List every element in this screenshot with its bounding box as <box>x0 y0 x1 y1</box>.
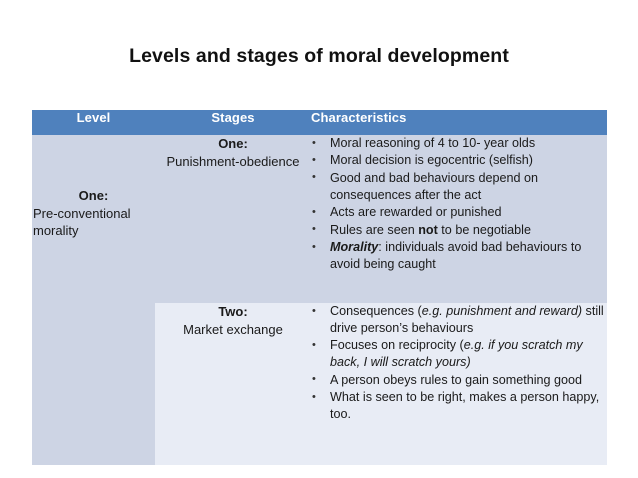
level-cell: One: Pre-conventional morality <box>32 135 155 465</box>
bullet-text-run: Moral reasoning of 4 to 10- year olds <box>330 136 536 150</box>
characteristic-bullet: Acts are rewarded or punished <box>311 204 607 221</box>
table-row: One: Pre-conventional morality One: Puni… <box>32 135 607 465</box>
level-number: One: <box>32 187 155 205</box>
bullet-text-run: Focuses on reciprocity ( <box>330 338 464 353</box>
stage-cell-one: One: Punishment-obedience <box>155 135 311 303</box>
table-header-row: Level Stages Characteristics <box>32 110 607 135</box>
stage-number-one: One: <box>218 136 248 151</box>
characteristics-list-two: Consequences (e.g. punishment and reward… <box>311 303 607 423</box>
bullet-text-run: Morality <box>330 240 379 255</box>
stage-cell-two: Two: Market exchange <box>155 303 311 465</box>
stage-name-one: Punishment-obedience <box>166 154 300 170</box>
level-number-text: One <box>78 188 104 203</box>
column-header-level: Level <box>32 110 155 135</box>
level-name: Pre-conventional morality <box>33 205 131 239</box>
characteristics-cell-two: Consequences (e.g. punishment and reward… <box>311 303 607 465</box>
bullet-text-run: Moral decision is egocentric (selfish) <box>330 153 533 168</box>
bullet-text-run: Acts are rewarded or punished <box>330 205 502 220</box>
table: Level Stages Characteristics One: Pre-co… <box>32 110 607 465</box>
bullet-text-run: e.g. if you scratch my back, I will scra… <box>330 338 583 370</box>
characteristic-bullet: Morality: individuals avoid bad behaviou… <box>311 239 607 273</box>
table-row: Two: Market exchange Consequences (e.g. … <box>32 303 607 465</box>
moral-development-table: Level Stages Characteristics One: Pre-co… <box>32 110 607 465</box>
bullet-text-run: What is seen to be right, makes a person… <box>330 390 600 422</box>
characteristic-bullet: Moral reasoning of 4 to 10- year olds <box>311 135 607 152</box>
column-header-characteristics: Characteristics <box>311 110 607 135</box>
bullet-text-run: not <box>418 222 438 237</box>
characteristics-cell-one: Moral reasoning of 4 to 10- year oldsMor… <box>311 135 607 303</box>
characteristic-bullet: A person obeys rules to gain something g… <box>311 371 607 389</box>
characteristics-list-one: Moral reasoning of 4 to 10- year oldsMor… <box>311 135 607 273</box>
stage-number-two: Two: <box>218 304 248 319</box>
bullet-text-run: Consequences ( <box>330 304 422 318</box>
characteristic-bullet: What is seen to be right, makes a person… <box>311 389 607 423</box>
bullet-text-run: Good and bad behaviours depend on conseq… <box>330 170 538 202</box>
table-header: Level Stages Characteristics <box>32 110 607 135</box>
characteristic-bullet: Focuses on reciprocity (e.g. if you scra… <box>311 337 607 371</box>
characteristic-bullet: Consequences (e.g. punishment and reward… <box>311 303 607 337</box>
characteristic-bullet: Rules are seen not to be negotiable <box>311 221 607 239</box>
level-content: One: Pre-conventional morality <box>32 187 155 240</box>
level-number-colon: : <box>103 188 109 203</box>
bullet-text-run: to be negotiable <box>437 222 531 237</box>
characteristic-bullet: Good and bad behaviours depend on conseq… <box>311 169 607 204</box>
bullet-text-run: A person obeys rules to gain something g… <box>330 372 583 387</box>
bullet-text-run: : individuals avoid bad behaviours to av… <box>330 240 582 272</box>
bullet-text-run: e.g. punishment and reward) <box>421 304 583 318</box>
column-header-stages: Stages <box>155 110 311 135</box>
table-body: One: Pre-conventional morality One: Puni… <box>32 135 607 465</box>
characteristic-bullet: Moral decision is egocentric (selfish) <box>311 152 607 169</box>
bullet-text-run: still drive person’s behaviours <box>330 304 604 335</box>
stage-name-two: Market exchange <box>183 322 283 338</box>
bullet-text-run: Rules are seen <box>330 222 419 237</box>
page-title: Levels and stages of moral development <box>129 45 509 67</box>
